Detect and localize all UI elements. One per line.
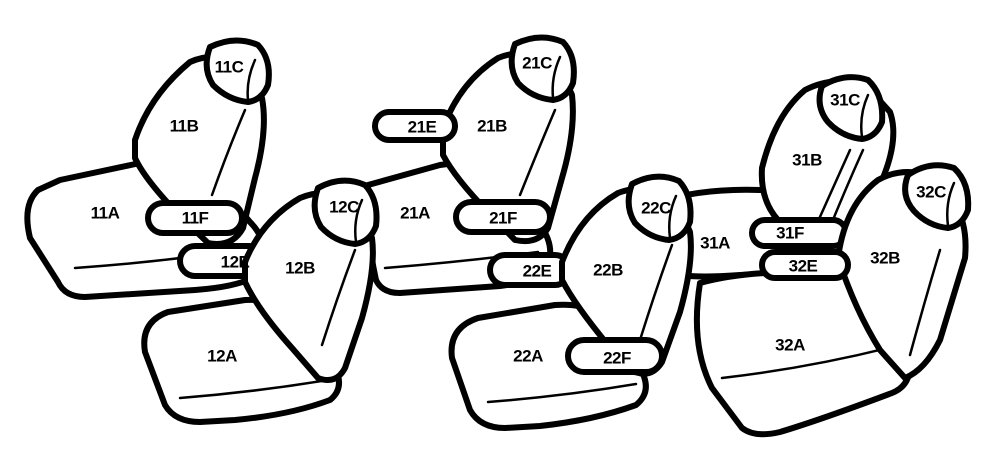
seat-31-armrest-label: 31F [776,224,804,243]
seat-12-backrest-label: 12B [285,259,315,278]
seat-21-armrest-outer [372,109,458,143]
seat-22-headrest-seam [668,194,678,240]
seat-12-headrest-seam [354,198,364,244]
seat-21-armrest-outer-label: 21E [408,118,437,137]
seat-22-armrest-inner [565,337,665,375]
seat-31-backrest-label: 31B [792,151,822,170]
seat-12-cushion-seam [178,378,330,400]
seat-32 [693,162,972,438]
seat-22-armrest-outer-label: 22E [523,262,552,281]
seat-11-armrest [145,200,245,236]
seat-32-headrest-label: 32C [916,183,946,202]
seat-11-backrest-seam [210,108,247,197]
seat-11: 11A 11B 11C 11F [24,37,272,300]
seat-32-backrest-seam [908,248,942,357]
seat-12-armrest-label: 12E [221,253,250,272]
seat-32-cushion-label: 32A [775,336,805,355]
seat-22-headrest-label: 22C [641,199,671,218]
seat-11-headrest [203,37,272,105]
seat-21-backrest-label: 21B [477,117,507,136]
seat-12-cushion-label: 12A [207,347,237,366]
seat-22-cushion-label: 22A [513,347,543,366]
seat-11-armrest-label: 11F [182,209,209,228]
seat-11-headrest-label: 11C [215,58,244,77]
seat-21-headrest [508,34,577,103]
seat-32-headrest-seam [946,181,956,228]
seat-12-headrest [311,177,380,247]
seat-22-cushion-seam [486,382,638,404]
seat-32-armrest-label: 32E [789,257,818,276]
seat-31-cushion-label: 31A [700,234,730,253]
seat-12-backrest-seam [320,248,357,347]
seat-22: 22A 22B 22C 22E 22F [448,173,694,431]
seat-32-armrest [759,249,851,281]
seat-21-cushion-label: 21A [400,204,430,223]
seat-31-headrest [816,74,886,142]
seat-11-headrest-seam [246,58,257,102]
seat-22-backrest-label: 22B [593,261,623,280]
seat-21-armrest-inner-label: 21F [489,209,517,228]
seat-12-headrest-label: 12C [329,198,359,217]
seat-32-headrest [902,162,972,231]
seat-21-armrest-inner [453,199,553,235]
seat-21-backrest-seam [518,108,557,197]
seat-12: 12A 12B 12C 12E [141,177,380,425]
seat-31-headrest-seam [860,93,870,139]
seat-31-headrest-label: 31C [830,91,860,110]
seat-11-backrest-label: 11B [170,117,199,136]
seat-22-headrest [625,173,694,243]
seat-22-armrest-inner-label: 22F [603,349,631,368]
seat-32-backrest-label: 32B [870,249,900,268]
seat-21-headrest-seam [551,55,562,100]
seat-22-backrest-seam [638,243,674,342]
seat-11-cushion-label: 11A [91,204,120,223]
seat-21-headrest-label: 21C [522,54,552,73]
